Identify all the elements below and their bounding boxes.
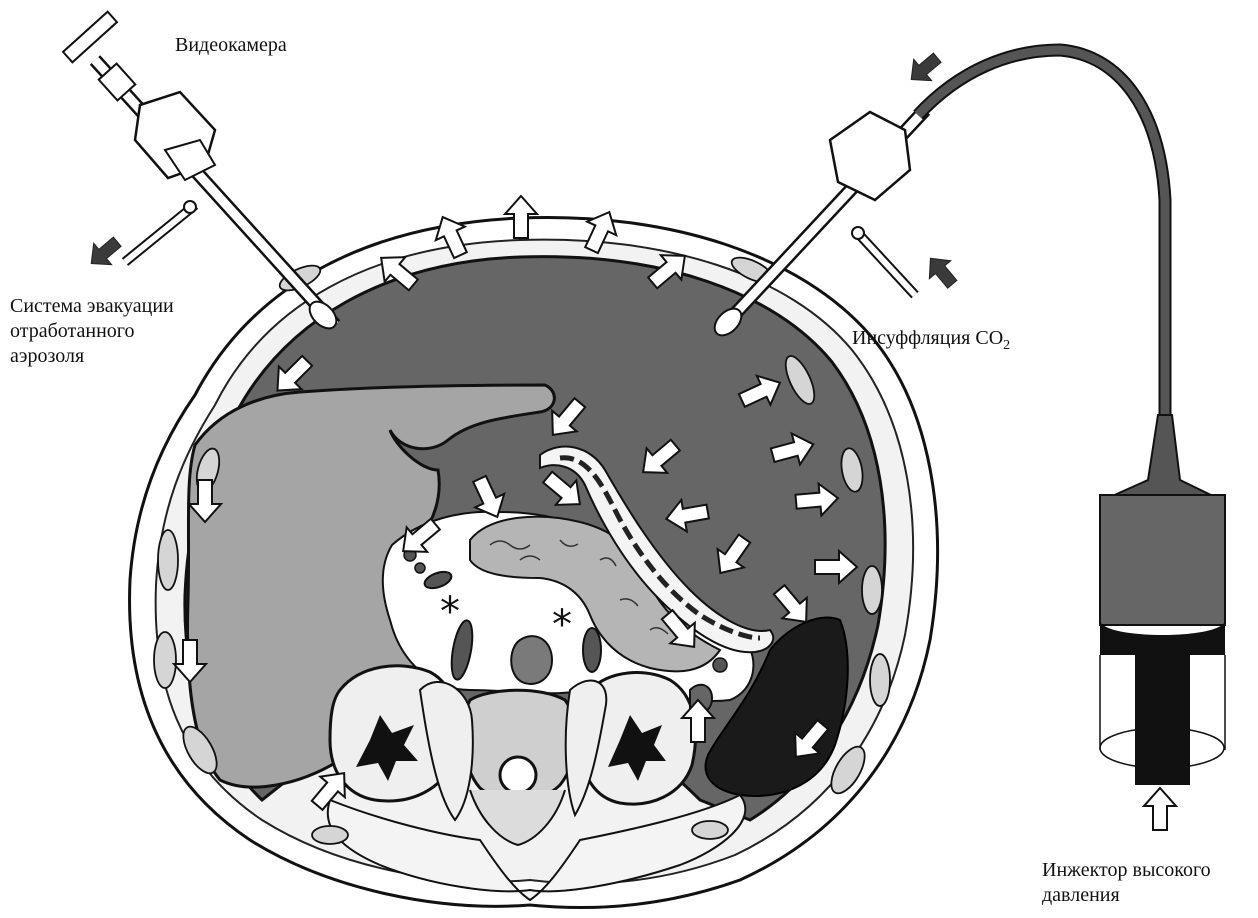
label-pressure-injector: Инжектор высокого давления [1042, 858, 1211, 908]
injector-inflow-arrow [902, 47, 946, 90]
label-evacuation-line: Система эвакуации [10, 294, 174, 319]
label-co2-insufflation: Инсуффляция CO2 [852, 326, 1010, 358]
injector-push-arrow [1144, 788, 1176, 830]
label-evacuation-system: Система эвакуации отработанного аэрозоля [10, 294, 174, 369]
label-injector-line: давления [1042, 883, 1211, 908]
aorta [511, 636, 552, 684]
label-evacuation-line: аэрозоля [10, 344, 174, 369]
label-injector-line: Инжектор высокого [1042, 858, 1211, 883]
label-co2-text: Инсуффляция CO [852, 327, 1003, 349]
label-evacuation-line: отработанного [10, 319, 174, 344]
label-video-camera: Видеокамера [175, 33, 287, 58]
label-co2-subscript: 2 [1003, 338, 1010, 353]
asterisk-left: * [440, 589, 460, 635]
camera-trocar [63, 12, 341, 334]
evacuation-arrow [82, 231, 126, 274]
vessel-right [583, 628, 601, 672]
co2-inflow-arrow [920, 249, 963, 293]
asterisk-right: * [552, 602, 572, 648]
injector-tube [918, 50, 1165, 420]
pressure-injector [1100, 415, 1225, 785]
